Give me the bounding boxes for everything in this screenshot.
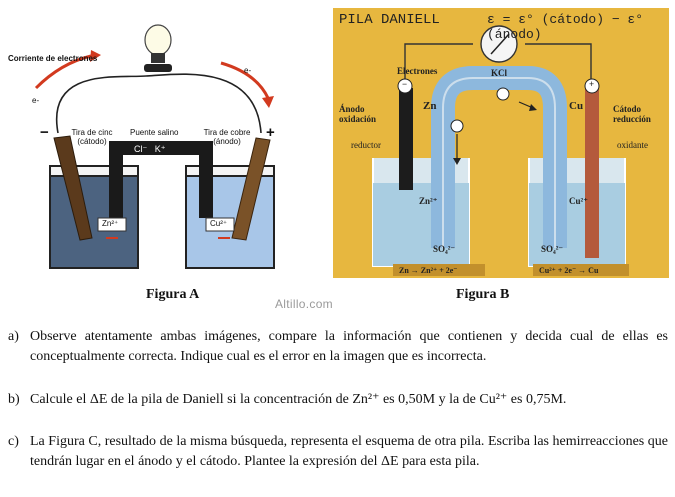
figure-a-caption: Figura A [146,287,200,302]
oxidant-label: oxidante [617,140,648,150]
light-bulb-icon [144,24,172,72]
electron-left-label: e- [32,96,40,105]
question-b: b) Calcule el ΔE de la pila de Daniell s… [8,390,668,410]
voltmeter-icon [480,25,518,63]
question-c: c) La Figura C, resultado de la misma bú… [8,432,668,492]
zn-ion-label: Zn²⁺ [419,196,438,206]
bridge-ion-cl: Cl⁻ [134,144,148,154]
copper-strip-label-line1: Tira de cobre [203,128,251,137]
copper-strip-label-line2: (ánodo) [213,137,241,146]
arrow-icon [90,50,101,62]
figure-b: PILA DANIELL ε = ε° (cátodo) − ε° (ánodo… [333,8,669,278]
cu-ion-label: Cu²⁺ [210,219,228,228]
daniell-title: PILA DANIELL [339,12,440,28]
cell-equation: ε = ε° (cátodo) − ε° (ánodo) [487,12,644,42]
cu-ion-label: Cu²⁺ [569,196,588,206]
electron-right-label: e- [244,66,252,75]
figure-b-diagram [333,8,669,278]
cu-electrode-label: Cu [569,100,584,112]
minus-sign: − [402,79,408,89]
cathode-reaction: Cu²⁺ + 2e⁻ → Cu [539,266,599,275]
bridge-ions: Cl⁻ K⁺ [134,144,166,155]
electron-current-label: Corriente de electrones [8,54,98,63]
watermark: Altillo.com [275,297,333,311]
question-b-text: Calcule el ΔE de la pila de Daniell si l… [30,392,567,407]
zn-ion-label: Zn²⁺ [102,219,119,228]
question-b-label: b) [8,392,20,407]
figure-a: Corriente de electrones e- e- − + Tira d… [6,8,296,280]
question-c-text: La Figura C, resultado de la misma búsqu… [30,434,668,469]
reducer-label: reductor [351,140,381,150]
zinc-strip-label-line1: Tira de cinc [71,128,113,137]
anode-label: Ánodo oxidación [339,104,376,124]
question-a: a) Observe atentamente ambas imágenes, c… [8,327,668,367]
minus-sign: − [40,124,49,141]
salt-bridge-label: Puente salino [130,128,179,137]
anode-label-line1: Ánodo [339,104,365,114]
question-c-label: c) [8,434,19,449]
so4-right-label: SO₄²⁻ [541,244,564,254]
so4-left-label: SO₄²⁻ [433,244,456,254]
cathode-label: Cátodo reducción [613,104,651,124]
arrow-icon [262,96,274,108]
cathode-label-line1: Cátodo [613,104,642,114]
anode-reaction: Zn → Zn²⁺ + 2e⁻ [399,266,458,275]
bridge-ion-k: K⁺ [154,144,166,154]
cathode-label-line2: reducción [613,114,651,124]
kcl-label: KCl [491,68,508,78]
plus-sign: + [266,124,275,141]
plus-sign: + [589,79,595,89]
figure-b-caption: Figura B [456,287,510,302]
question-a-label: a) [8,329,19,344]
electrons-label: Electrones [397,66,438,76]
figure-a-diagram [34,24,275,269]
anode-label-line2: oxidación [339,114,377,124]
copper-strip-label: Tira de cobre (ánodo) [196,128,258,146]
zn-electrode-label: Zn [423,100,437,112]
zinc-strip-label-line2: (cátodo) [77,137,107,146]
zinc-strip-label: Tira de cinc (cátodo) [62,128,122,146]
question-a-text: Observe atentamente ambas imágenes, comp… [30,329,668,364]
